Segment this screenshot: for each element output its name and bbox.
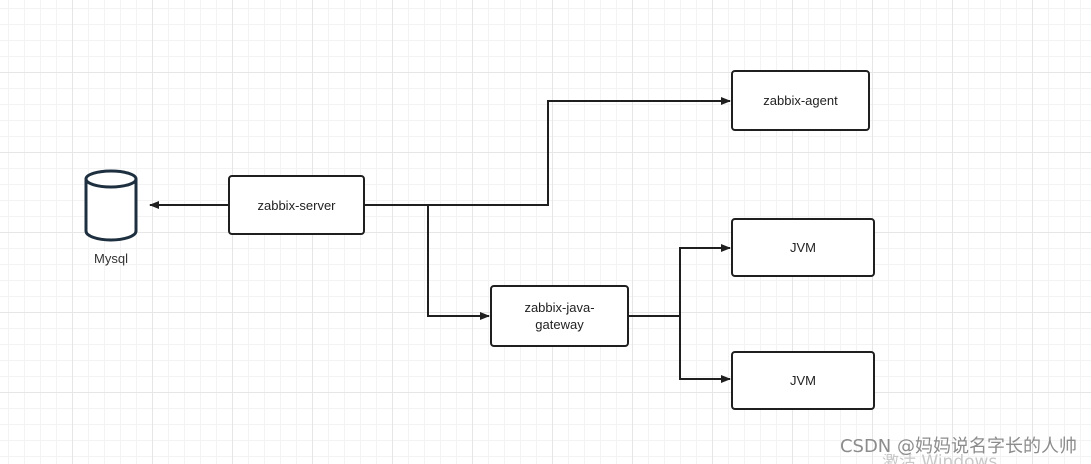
zabbix-java-gateway-node[interactable]: zabbix-java- gateway bbox=[490, 285, 629, 347]
zabbix-java-gateway-label: zabbix-java- gateway bbox=[524, 300, 595, 332]
zabbix-agent-label: zabbix-agent bbox=[763, 93, 838, 108]
edge-gateway-to-jvm-top bbox=[628, 244, 731, 317]
database-icon[interactable] bbox=[82, 168, 140, 244]
jvm-node-top[interactable]: JVM bbox=[731, 218, 875, 277]
zabbix-server-label: zabbix-server bbox=[257, 197, 336, 213]
jvm-node-bottom[interactable]: JVM bbox=[731, 351, 875, 410]
edge-server-to-gateway bbox=[427, 205, 490, 320]
edge-gateway-to-jvm-bottom bbox=[679, 316, 731, 383]
zabbix-agent-node[interactable]: zabbix-agent bbox=[731, 70, 870, 131]
csdn-watermark: CSDN @妈妈说名字长的人帅 bbox=[839, 436, 1077, 457]
windows-activation-overlay: 激活 Windows bbox=[882, 454, 998, 464]
mysql-label: Mysql bbox=[94, 251, 128, 266]
jvm-bottom-label: JVM bbox=[790, 373, 816, 388]
edge-server-to-agent bbox=[365, 97, 731, 206]
jvm-top-label: JVM bbox=[790, 240, 816, 255]
zabbix-server-node[interactable]: zabbix-server bbox=[228, 175, 365, 235]
